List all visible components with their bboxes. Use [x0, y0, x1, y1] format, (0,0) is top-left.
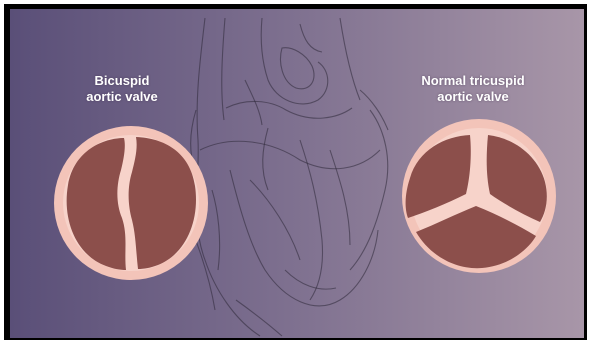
tricuspid-valve-label: Normal tricuspid aortic valve — [388, 73, 558, 105]
bicuspid-label-line1: Bicuspid — [62, 73, 182, 89]
bicuspid-label-line2: aortic valve — [62, 89, 182, 105]
bicuspid-valve — [54, 126, 208, 280]
tricuspid-valve — [402, 119, 556, 273]
tricuspid-label-line1: Normal tricuspid — [388, 73, 558, 89]
tricuspid-label-line2: aortic valve — [388, 89, 558, 105]
bicuspid-valve-label: Bicuspid aortic valve — [62, 73, 182, 105]
